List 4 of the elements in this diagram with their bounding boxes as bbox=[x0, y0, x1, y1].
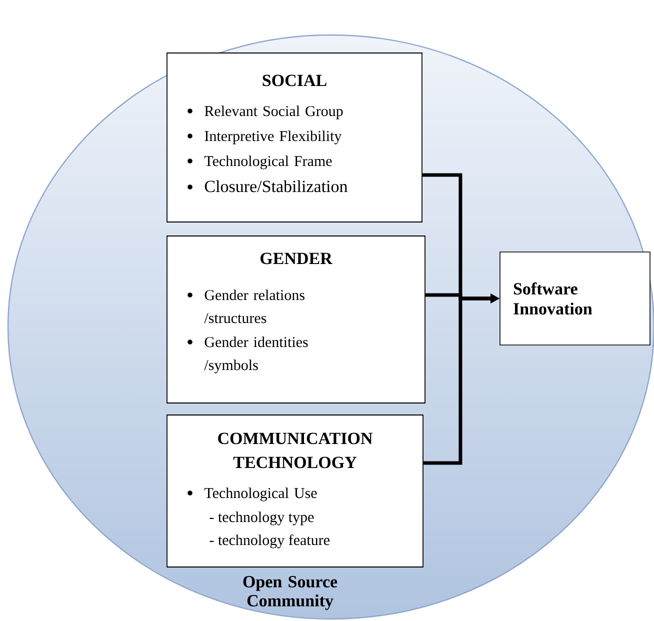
factor-box: SOCIAL Relevant Social Group Interpretive Flexibility Technological Frame Closure/Stabilization bbox=[166, 52, 422, 222]
factor-box: COMMUNICATION TECHNOLOGY Technological Use - technology type - technology feature bbox=[166, 414, 424, 568]
outcome-box: Software Innovation bbox=[500, 252, 650, 346]
factor-box: GENDER Gender relations /structures Gender identities /symbols bbox=[166, 236, 426, 404]
